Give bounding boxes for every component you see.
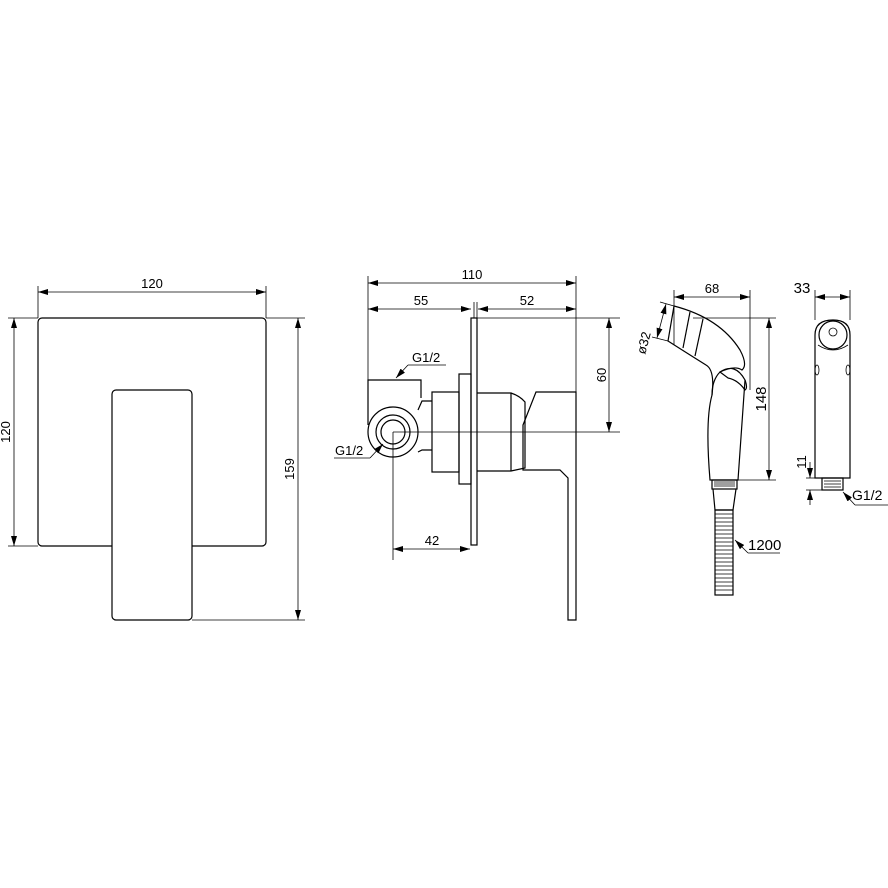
dim-side-width: 33 <box>794 280 811 297</box>
dim-front-width: 120 <box>141 276 163 291</box>
dim-hose-length: 1200 <box>748 537 781 554</box>
hand-shower-view: 68 148 ø32 1200 <box>634 281 781 596</box>
label-shower-thread: G1/2 <box>852 487 883 503</box>
hand-shower-body <box>673 305 746 481</box>
dim-total-depth: 110 <box>462 267 483 282</box>
dim-shower-height: 148 <box>753 386 770 411</box>
dim-head-diameter: ø32 <box>634 330 654 356</box>
dim-front-height: 120 <box>0 421 13 443</box>
wall-plate <box>470 317 478 546</box>
label-top-thread: G1/2 <box>412 350 440 365</box>
side-view: 110 55 52 60 42 G1/2 <box>334 267 620 621</box>
dim-rear-depth: 55 <box>414 293 428 308</box>
hand-shower-side-body <box>814 319 851 479</box>
hand-shower-side-view: 33 11 G1/2 <box>794 280 888 506</box>
dim-shower-width: 68 <box>705 281 719 296</box>
spray-head <box>818 320 848 350</box>
dim-thread-length: 11 <box>794 455 809 469</box>
hose <box>714 509 734 596</box>
lever-handle <box>111 389 193 621</box>
dim-center-height: 60 <box>594 368 609 382</box>
dim-front-depth: 52 <box>520 293 534 308</box>
label-side-thread: G1/2 <box>335 443 363 458</box>
dim-front-total-height: 159 <box>282 458 297 480</box>
front-view: 120 120 159 <box>0 276 305 621</box>
dim-inlet-offset: 42 <box>425 533 439 548</box>
side-lever <box>522 391 577 621</box>
